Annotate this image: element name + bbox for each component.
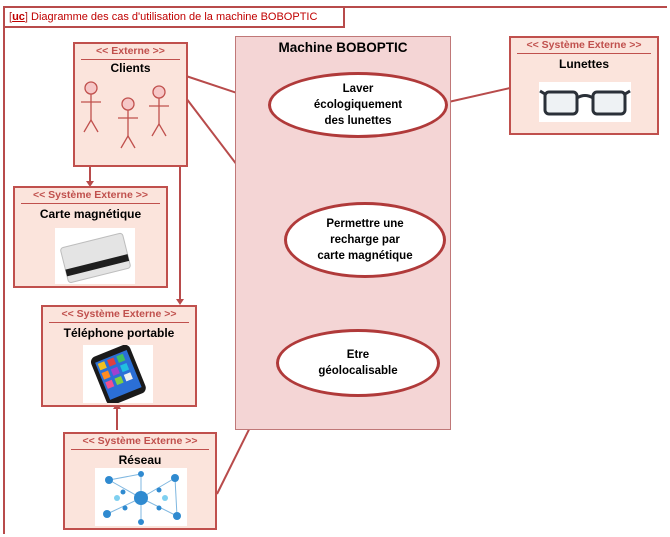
network-icon [95, 468, 187, 526]
use-case-geoloc-line1: Etre [346, 349, 370, 361]
use-case-geoloc-line2: géolocalisable [318, 365, 398, 377]
actor-lunettes[interactable]: << Système Externe >> Lunettes [509, 36, 659, 135]
system-title: Machine BOBOPTIC [278, 40, 408, 55]
use-case-laver[interactable]: Laver écologiquement des lunettes [268, 72, 448, 138]
actor-telephone-stereotype: << Système Externe >> [49, 307, 189, 323]
actor-carte-magnetique[interactable]: << Système Externe >> Carte magnétique [13, 186, 168, 288]
link-lunettes-laver [443, 87, 511, 104]
actor-telephone-name: Téléphone portable [63, 326, 175, 340]
use-case-laver-line1: Laver [342, 83, 374, 95]
actor-carte-stereotype: << Système Externe >> [21, 188, 160, 204]
use-case-recharge[interactable]: Permettre une recharge par carte magnéti… [284, 202, 446, 278]
actor-telephone-portable[interactable]: << Système Externe >> Téléphone portable [41, 305, 197, 407]
actor-carte-name: Carte magnétique [39, 207, 142, 221]
actor-lunettes-stereotype: << Système Externe >> [517, 38, 651, 54]
actor-reseau[interactable]: << Système Externe >> Réseau [63, 432, 217, 530]
actor-clients[interactable]: << Externe >> Clients [73, 42, 188, 167]
smartphone-icon [83, 345, 153, 403]
use-case-laver-line3: des lunettes [324, 115, 392, 127]
magnetic-card-icon [55, 228, 135, 284]
actor-lunettes-name: Lunettes [558, 57, 609, 71]
stick-figures-icon [81, 81, 169, 149]
actor-clients-name: Clients [110, 61, 151, 75]
diagram-title: Diagramme des cas d'utilisation de la ma… [31, 11, 318, 23]
use-case-recharge-line2: recharge par [330, 234, 400, 246]
arrow-head-carte [86, 181, 94, 187]
actor-clients-stereotype: << Externe >> [81, 44, 180, 60]
glasses-icon [539, 82, 631, 122]
actor-reseau-stereotype: << Système Externe >> [71, 434, 209, 450]
use-case-recharge-line1: Permettre une [326, 218, 404, 230]
use-case-laver-line2: écologiquement [313, 99, 403, 111]
diagram-kind: uc [12, 11, 25, 23]
use-case-geoloc[interactable]: Etre géolocalisable [276, 329, 440, 397]
diagram-title-tab: [uc] Diagramme des cas d'utilisation de … [3, 6, 345, 28]
use-case-recharge-line3: carte magnétique [317, 250, 413, 262]
actor-reseau-name: Réseau [118, 453, 162, 467]
arrow-head-telephone [176, 299, 184, 305]
